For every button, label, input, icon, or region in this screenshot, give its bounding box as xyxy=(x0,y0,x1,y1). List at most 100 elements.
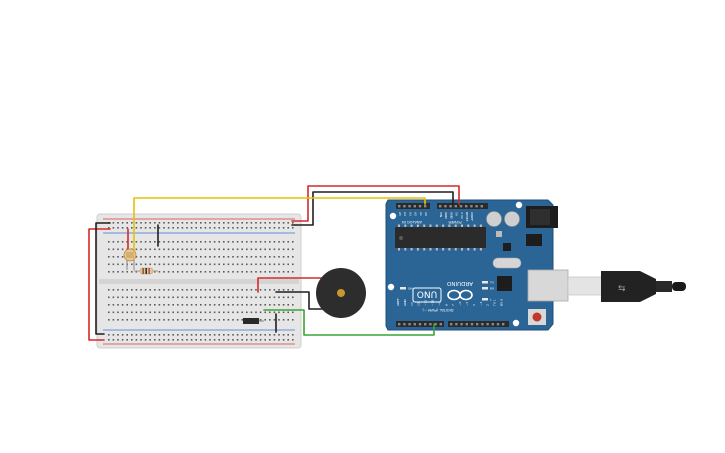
breadboard-hole xyxy=(213,241,216,243)
chip-leg xyxy=(410,224,413,227)
breadboard-hole xyxy=(126,271,128,273)
wire-yellow-a0[interactable] xyxy=(133,197,426,251)
breadboard-hole xyxy=(264,334,266,336)
wire-black-rail-left[interactable] xyxy=(95,222,111,335)
arduino-uno[interactable]: UNO ARDUINO ANALOG IN POWER DIGITAL (PWM… xyxy=(385,199,569,331)
breadboard-hole xyxy=(227,263,230,266)
breadboard-hole xyxy=(250,296,253,299)
breadboard-hole xyxy=(223,241,225,243)
breadboard-hole xyxy=(195,296,197,299)
wire-red-5v[interactable] xyxy=(291,185,460,222)
breadboard-hole xyxy=(108,241,110,243)
breadboard-hole xyxy=(181,289,184,291)
header-power xyxy=(437,203,488,209)
breadboard-hole xyxy=(259,339,262,341)
usb-cable[interactable]: ⇆ xyxy=(567,271,686,302)
breadboard-hole xyxy=(121,241,124,243)
breadboard-hole xyxy=(278,339,280,341)
breadboard-hole xyxy=(177,222,179,224)
breadboard-hole xyxy=(246,339,248,341)
breadboard-hole xyxy=(223,222,225,224)
breadboard-hole xyxy=(273,319,276,321)
breadboard-hole xyxy=(121,334,124,336)
transistor[interactable] xyxy=(243,318,264,324)
breadboard-hole xyxy=(144,311,147,314)
breadboard-hole xyxy=(154,222,156,224)
breadboard[interactable] xyxy=(96,213,302,349)
wire-red-buzzer[interactable] xyxy=(257,277,323,293)
breadboard-hole xyxy=(144,263,147,266)
breadboard-hole xyxy=(177,319,179,321)
header-pin xyxy=(502,323,505,326)
breadboard-hole xyxy=(218,222,220,224)
breadboard-hole xyxy=(167,311,170,314)
pin-label: ~6 xyxy=(458,301,462,306)
wire-black-gnd[interactable] xyxy=(291,191,454,226)
breadboard-hole xyxy=(177,304,179,306)
breadboard-hole xyxy=(287,227,289,229)
breadboard-hole xyxy=(209,311,211,314)
wire-black-buzzer[interactable] xyxy=(275,291,323,310)
pin-label: ~9 xyxy=(437,301,441,306)
breadboard-hole xyxy=(223,227,225,229)
breadboard-hole xyxy=(112,289,115,291)
breadboard-hole xyxy=(131,296,133,299)
wire-green-digital[interactable] xyxy=(263,309,435,336)
breadboard-hole xyxy=(163,241,165,243)
breadboard-hole xyxy=(241,311,243,314)
breadboard-hole xyxy=(172,256,174,258)
breadboard-hole xyxy=(264,304,266,306)
resistor[interactable] xyxy=(134,267,158,275)
breadboard-hole xyxy=(259,296,262,299)
chip-leg xyxy=(442,224,445,227)
breadboard-hole xyxy=(292,296,294,299)
breadboard-hole xyxy=(112,271,115,273)
breadboard-hole xyxy=(186,296,188,299)
wire-red-rail-left[interactable] xyxy=(88,228,111,341)
breadboard-hole xyxy=(177,241,179,243)
breadboard-hole xyxy=(278,311,280,314)
breadboard-hole xyxy=(149,222,151,224)
chip-leg xyxy=(416,224,419,227)
breadboard-hole xyxy=(190,289,193,291)
breadboard-hole xyxy=(172,227,174,229)
breadboard-center-channel xyxy=(99,279,299,284)
transistor-body xyxy=(243,318,259,324)
resistor-band xyxy=(148,268,150,274)
pin-label: A0 xyxy=(424,212,428,216)
header-pins xyxy=(398,205,505,326)
header-pin xyxy=(429,323,432,326)
photoresistor[interactable] xyxy=(123,248,137,270)
breadboard-hole xyxy=(287,319,289,321)
breadboard-hole xyxy=(186,311,188,314)
breadboard-hole xyxy=(131,311,133,314)
reset-button[interactable] xyxy=(532,312,542,322)
breadboard-hole xyxy=(269,289,271,291)
piezo-buzzer[interactable] xyxy=(316,268,366,318)
breadboard-hole xyxy=(292,256,294,258)
breadboard-hole xyxy=(250,271,253,273)
breadboard-hole xyxy=(250,263,253,266)
breadboard-hole xyxy=(287,334,289,336)
chip-leg xyxy=(410,248,413,251)
breadboard-hole xyxy=(140,289,142,291)
breadboard-hole xyxy=(149,227,151,229)
breadboard-hole xyxy=(287,263,289,266)
breadboard-hole xyxy=(236,296,239,299)
breadboard-hole xyxy=(213,311,216,314)
breadboard-hole xyxy=(246,311,248,314)
breadboard-hole xyxy=(213,319,216,321)
breadboard-hole xyxy=(232,319,234,321)
breadboard-hole xyxy=(264,227,266,229)
breadboard-hole xyxy=(200,263,202,266)
chip-leg xyxy=(473,224,476,227)
wires xyxy=(88,185,460,341)
breadboard-hole xyxy=(158,227,161,229)
breadboard-hole xyxy=(282,241,285,243)
breadboard-hole xyxy=(135,304,138,306)
breadboard-hole xyxy=(218,296,220,299)
breadboard-hole xyxy=(236,248,239,251)
pin-label: 3.3V xyxy=(460,212,464,220)
digital-label: DIGITAL (PWM ~) xyxy=(422,308,454,312)
